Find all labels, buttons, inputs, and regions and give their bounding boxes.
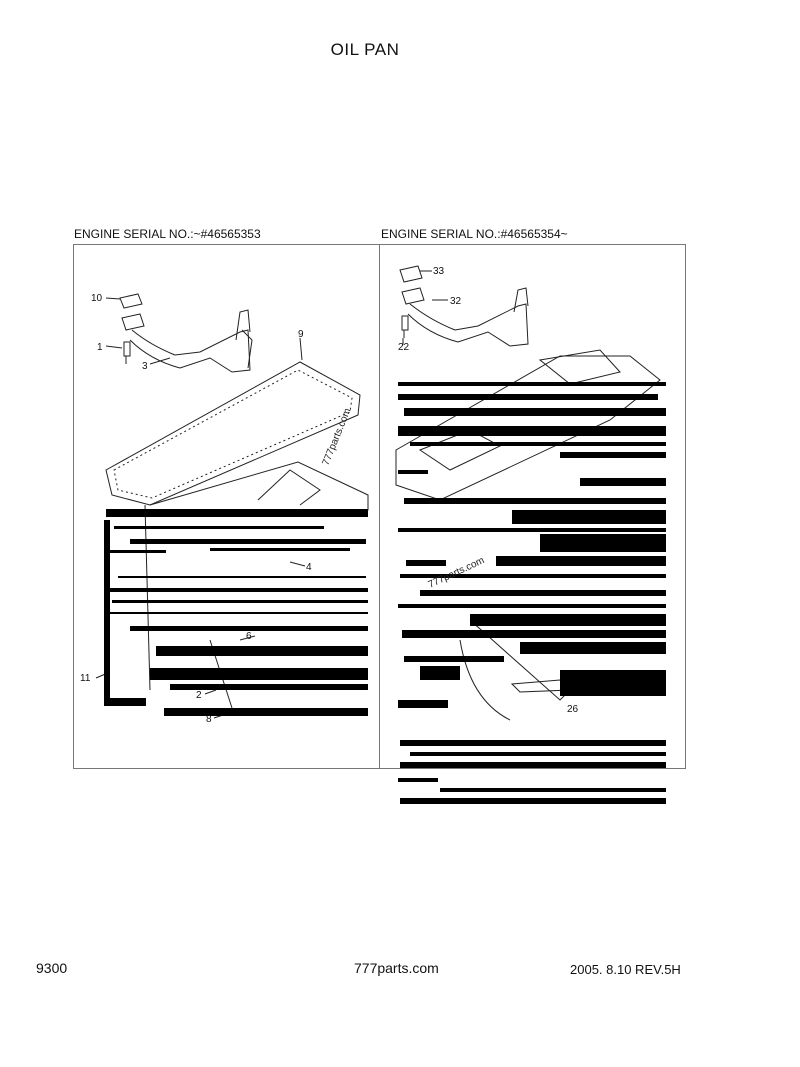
left-callout-labels: 10 1 3 9 4 6 11 2 8 [80, 293, 312, 725]
flange-gasket-part-right [399, 265, 423, 283]
left-panel-scan-artifacts [104, 509, 368, 716]
callout-11: 11 [80, 673, 91, 684]
right-panel-scan-artifacts [398, 382, 666, 804]
serial-label-right: ENGINE SERIAL NO.:#46565354~ [381, 227, 568, 241]
oil-pan-gasket [105, 361, 361, 506]
page-code: 9300 [36, 960, 68, 976]
suction-pipe [129, 329, 251, 373]
suction-pipe-right [407, 303, 529, 347]
callout-26: 26 [567, 704, 579, 715]
bolt-part-right [401, 315, 409, 338]
site-name: 777parts.com [354, 960, 439, 976]
callout-1: 1 [97, 342, 103, 353]
callout-3: 3 [142, 361, 148, 372]
frame-divider [379, 244, 380, 769]
callout-4: 4 [306, 562, 312, 573]
page-title: OIL PAN [330, 40, 400, 59]
flange-part [121, 313, 145, 331]
oil-pan-outline [149, 461, 369, 513]
revision-date: 2005. 8.10 REV.5H [570, 962, 681, 977]
flange-gasket-part [119, 293, 143, 309]
callout-2: 2 [196, 690, 202, 701]
watermark-left: 777parts.com [321, 407, 354, 467]
callout-33: 33 [433, 266, 445, 277]
callout-6: 6 [246, 631, 252, 642]
callout-9: 9 [298, 329, 304, 340]
callout-22: 22 [398, 342, 410, 353]
bolt-part [123, 341, 131, 364]
flange-part-right [401, 287, 425, 305]
callout-32: 32 [450, 296, 462, 307]
right-callout-labels: 33 32 22 26 [398, 266, 579, 715]
serial-label-left: ENGINE SERIAL NO.:~#46565353 [74, 227, 261, 241]
callout-10: 10 [91, 293, 103, 304]
callout-8: 8 [206, 714, 212, 725]
